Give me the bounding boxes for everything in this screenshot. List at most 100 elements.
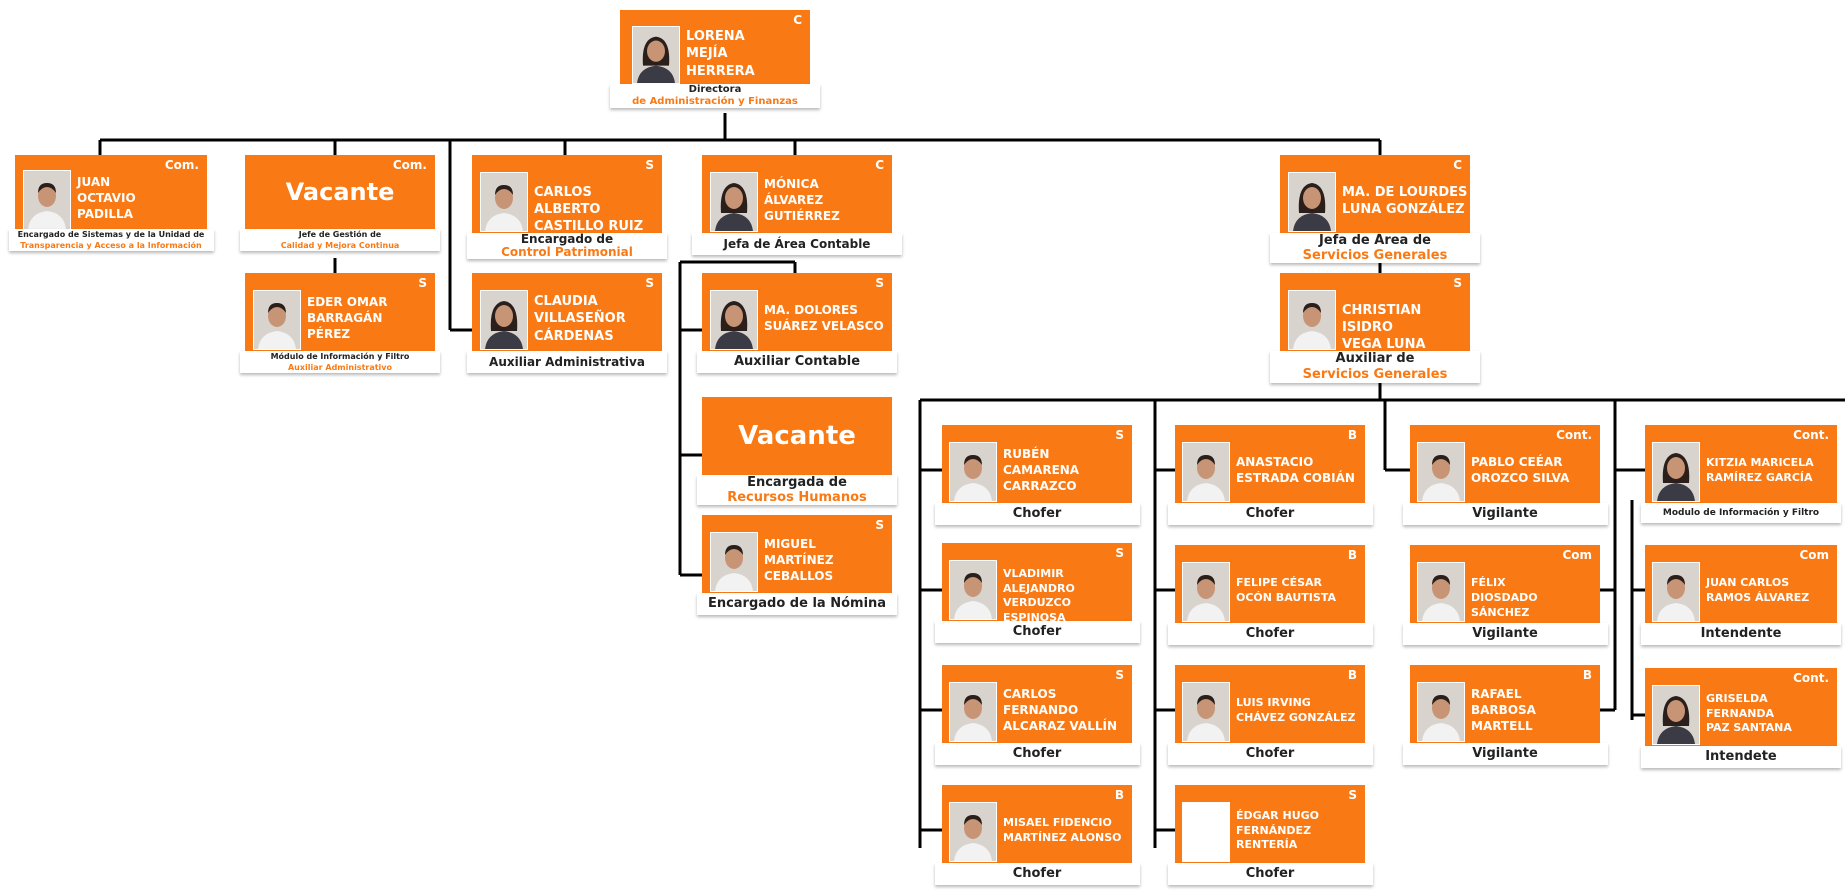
person-name: VLADIMIR ALEJANDRO VERDUZCO ESPINOSA: [1003, 567, 1075, 624]
card-box: [702, 397, 892, 481]
contract-badge: S: [418, 276, 427, 290]
org-card-modulo2: Cont. KITZIA MARICELA RAMÍREZ GARCÍA Modul…: [1641, 425, 1841, 529]
contract-badge: B: [1582, 668, 1592, 682]
contract-badge: S: [1453, 276, 1462, 290]
contract-badge: C: [793, 13, 802, 27]
role-title: Auxiliar de: [1335, 351, 1415, 366]
role-subtitle: Auxiliar Administrativo: [287, 363, 393, 372]
role-label: Chofer: [934, 743, 1140, 765]
role-title: Vigilante: [1472, 506, 1538, 521]
person-name: FELIPE CÉSAR OCÓN BAUTISTA: [1236, 576, 1336, 604]
person-name: EDER OMAR BARRAGÁN PÉREZ: [307, 295, 388, 341]
role-label: Chofer: [1167, 863, 1373, 885]
person-name: LORENA MEJÍA HERRERA: [686, 29, 755, 79]
contract-badge: S: [1348, 788, 1357, 802]
role-title: Jefe de Gestión de: [298, 230, 382, 239]
person-photo: [23, 170, 71, 230]
role-subtitle: Servicios Generales: [1302, 248, 1448, 263]
role-title: Chofer: [1245, 866, 1295, 881]
role-title: Módulo de Información y Filtro: [270, 352, 410, 361]
person-photo: [710, 172, 758, 232]
role-title: Chofer: [1012, 746, 1062, 761]
person-name: ÉDGAR HUGO FERNÁNDEZ RENTERÍA: [1236, 809, 1320, 852]
person-name: CLAUDIA VILLASEÑOR CÁRDENAS: [534, 294, 626, 344]
person-photo: [253, 290, 301, 350]
person-name: PABLO CEÉAR OROZCO SILVA: [1471, 455, 1570, 485]
person-name: CARLOS FERNANDO ALCARAZ VALLÍN: [1003, 687, 1117, 733]
role-subtitle: Transparencia y Acceso a la Información: [20, 241, 202, 250]
person-photo: [480, 290, 528, 350]
person-name: JUAN CARLOS RAMOS ÁLVAREZ: [1706, 576, 1810, 604]
role-title: Chofer: [1012, 506, 1062, 521]
role-title: Chofer: [1012, 866, 1062, 881]
role-label: Vigilante: [1402, 503, 1608, 525]
contract-badge: Com.: [392, 158, 427, 172]
org-card-nomina: S MIGUEL MARTÍNEZ CEBALLOS Encargado de la…: [697, 515, 897, 621]
role-label: Vigilante: [1402, 743, 1608, 765]
contract-badge: S: [875, 518, 884, 532]
org-card-chofer7: B LUIS IRVING CHÁVEZ GONZÁLEZ Chofer: [1167, 665, 1373, 771]
contract-badge: Com: [1562, 548, 1592, 562]
role-title: Auxiliar Administrativa: [489, 355, 645, 369]
role-title: Intendete: [1705, 749, 1777, 764]
role-label: Intendente: [1641, 623, 1841, 645]
contract-badge: B: [1347, 668, 1357, 682]
contract-badge: S: [1115, 668, 1124, 682]
person-photo: [1182, 562, 1230, 622]
role-title: Vigilante: [1472, 626, 1538, 641]
person-photo: [710, 532, 758, 592]
role-label: Chofer: [1167, 623, 1373, 645]
person-name: JUAN OCTAVIO PADILLA: [77, 175, 136, 221]
org-card-chofer8: S ÉDGAR HUGO FERNÁNDEZ RENTERÍA Chofer: [1167, 785, 1373, 891]
role-title: Vigilante: [1472, 746, 1538, 761]
org-card-vig3: B RAFAEL BARBOSA MARTELL Vigilante: [1402, 665, 1608, 771]
contract-badge: Cont.: [1793, 428, 1829, 442]
person-name: MISAEL FIDENCIO MARTÍNEZ ALONSO: [1003, 816, 1122, 844]
person-name: MA. DOLORES SUÁREZ VELASCO: [764, 303, 884, 333]
role-title: Chofer: [1245, 746, 1295, 761]
contract-badge: S: [875, 276, 884, 290]
role-label: Encargado de la Nómina: [697, 593, 897, 615]
role-title: Encargado de la Nómina: [707, 596, 887, 611]
contract-badge: S: [1115, 546, 1124, 560]
person-name: MA. DE LOURDES LUNA GONZÁLEZ: [1342, 184, 1468, 217]
org-card-modulo1: S EDER OMAR BARRAGÁN PÉREZ Módulo de Infor…: [240, 273, 440, 379]
person-photo: [1652, 442, 1700, 502]
person-name: MIGUEL MARTÍNEZ CEBALLOS: [764, 537, 834, 583]
person-name: CARLOS ALBERTO CASTILLO RUIZ: [534, 184, 644, 235]
person-photo: [1652, 562, 1700, 622]
role-title: Encargada de: [747, 475, 847, 490]
card-box: [245, 155, 435, 235]
role-title: Directora: [688, 84, 742, 95]
role-label: Auxiliar Contable: [697, 351, 897, 373]
person-name: RAFAEL BARBOSA MARTELL: [1471, 687, 1536, 733]
person-photo: [1288, 172, 1336, 232]
person-photo: [632, 26, 680, 84]
role-label: Modulo de Información y Filtro: [1641, 503, 1841, 523]
person-name: LUIS IRVING CHÁVEZ GONZÁLEZ: [1236, 696, 1356, 724]
person-name: GRISELDA FERNANDA PAZ SANTANA: [1706, 692, 1792, 735]
role-title: Modulo de Información y Filtro: [1662, 508, 1820, 518]
role-subtitle: Recursos Humanos: [727, 490, 867, 505]
person-name: KITZIA MARICELA RAMÍREZ GARCÍA: [1706, 456, 1814, 484]
role-label: Jefa de Área Contable: [692, 233, 902, 255]
role-label: Chofer: [934, 621, 1140, 643]
role-label: Chofer: [934, 863, 1140, 885]
